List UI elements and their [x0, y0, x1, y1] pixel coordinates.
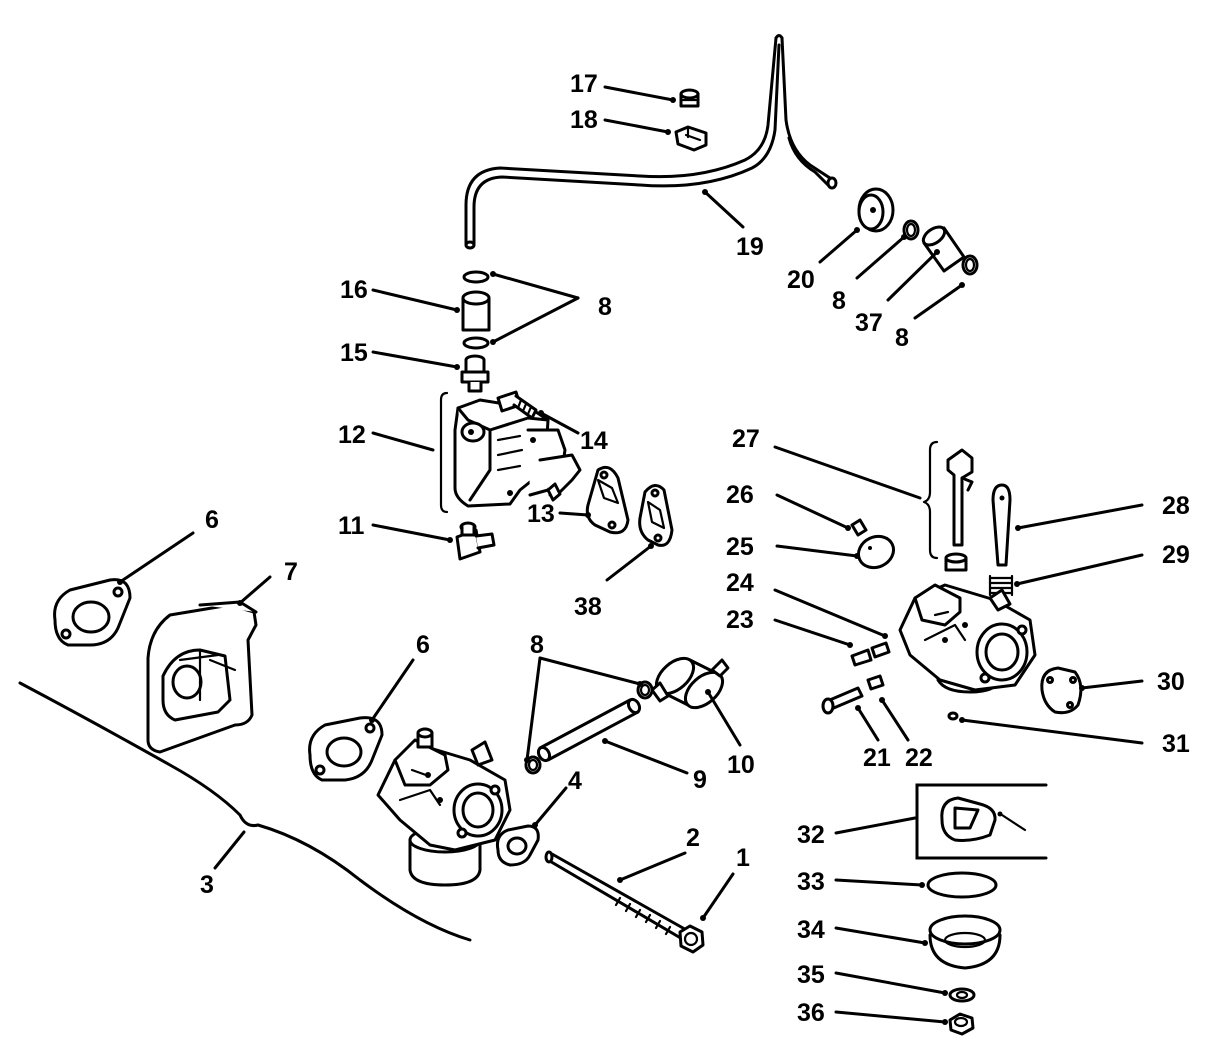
part-fuel-filter — [650, 656, 730, 710]
label-30: 30 — [1157, 668, 1185, 696]
leader-lines — [117, 85, 1144, 1025]
label-6-b: 6 — [416, 631, 430, 659]
label-20: 20 — [787, 266, 815, 294]
part-fitting-cap — [679, 88, 700, 108]
part-small-screw — [850, 518, 868, 537]
part-fitting — [460, 354, 490, 393]
label-24: 24 — [726, 569, 754, 597]
label-14: 14 — [580, 427, 608, 455]
label-22: 22 — [905, 744, 933, 772]
label-16: 16 — [340, 276, 368, 304]
label-25: 25 — [726, 533, 754, 561]
label-1: 1 — [736, 844, 750, 872]
part-o-ring — [926, 871, 998, 899]
label-12: 12 — [338, 421, 366, 449]
part-spring — [988, 574, 1014, 597]
label-17: 17 — [570, 70, 598, 98]
part-pump-screws — [496, 390, 538, 420]
label-4: 4 — [568, 767, 582, 795]
part-mixture-screw — [821, 674, 885, 715]
label-37: 37 — [855, 309, 883, 337]
part-number-labels: 17 18 19 20 8 37 8 8 16 15 12 14 11 13 3… — [200, 70, 1190, 1027]
label-29: 29 — [1162, 541, 1190, 569]
label-23: 23 — [726, 606, 754, 634]
part-float-inset — [915, 783, 1048, 860]
part-needle-screws — [850, 641, 891, 667]
part-carburetor-center — [376, 727, 512, 887]
part-gasket-pump — [585, 465, 630, 535]
label-32: 32 — [797, 821, 825, 849]
part-fuel-line-tube — [464, 34, 838, 250]
label-26: 26 — [726, 481, 754, 509]
label-13: 13 — [527, 500, 555, 528]
label-38: 38 — [574, 593, 602, 621]
part-gasket-intake-left — [53, 578, 132, 647]
label-36: 36 — [797, 999, 825, 1027]
part-hose-piece — [921, 225, 966, 273]
part-fuel-pump — [439, 391, 582, 514]
part-clamp-far-right — [961, 254, 979, 276]
part-grommet — [857, 187, 895, 233]
label-10: 10 — [727, 751, 755, 779]
part-float-pin — [991, 483, 1012, 567]
part-gasket-intake-mid — [308, 716, 384, 782]
label-15: 15 — [340, 339, 368, 367]
label-18: 18 — [570, 106, 598, 134]
label-8-d: 8 — [895, 324, 909, 352]
label-2: 2 — [686, 824, 700, 852]
label-28: 28 — [1162, 492, 1190, 520]
label-7: 7 — [284, 558, 298, 586]
label-8-c: 8 — [832, 287, 846, 315]
part-bowl-nut — [948, 1012, 975, 1036]
part-elbow-fitting — [455, 521, 496, 561]
part-long-bolt — [544, 850, 692, 942]
label-8-b: 8 — [530, 631, 544, 659]
part-choke-shaft — [922, 440, 974, 572]
label-6-a: 6 — [205, 506, 219, 534]
part-adapter-plate — [146, 600, 258, 754]
label-3: 3 — [200, 871, 214, 899]
part-outline-line — [18, 681, 472, 942]
part-clamp-upper-right — [902, 219, 920, 241]
part-cover-plate — [1040, 666, 1083, 715]
part-small-screw-31 — [947, 711, 959, 721]
label-11: 11 — [338, 512, 365, 540]
part-clip — [674, 125, 708, 152]
part-throttle-disc — [856, 534, 896, 570]
label-8-a: 8 — [598, 293, 612, 321]
label-31: 31 — [1162, 730, 1190, 758]
part-gasket-small — [496, 824, 540, 867]
part-nut — [678, 924, 705, 954]
label-9: 9 — [693, 766, 707, 794]
part-gasket-pump-2 — [638, 484, 674, 547]
label-33: 33 — [797, 868, 825, 896]
label-35: 35 — [797, 961, 825, 989]
label-34: 34 — [797, 916, 825, 944]
part-washer — [948, 987, 976, 1003]
part-float-bowl — [928, 914, 1002, 970]
part-hose-short — [461, 270, 491, 350]
label-27: 27 — [732, 425, 760, 453]
label-19: 19 — [736, 233, 764, 261]
part-carburetor-right — [898, 583, 1037, 694]
part-fuel-hose — [536, 697, 642, 763]
label-21: 21 — [863, 744, 891, 772]
